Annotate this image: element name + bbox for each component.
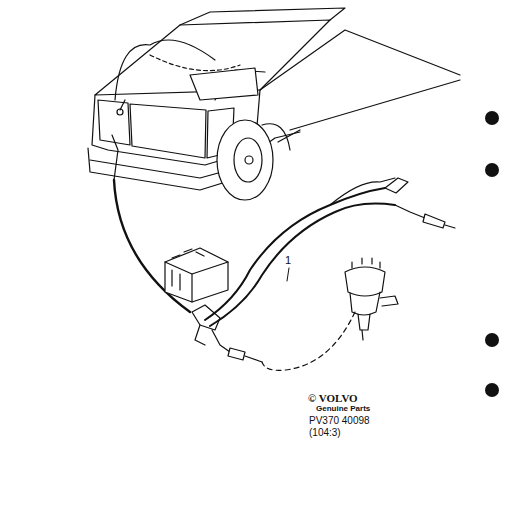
distributor xyxy=(345,258,398,340)
control-unit xyxy=(165,248,228,302)
dashed-link xyxy=(262,312,355,370)
brand-subtitle: Genuine Parts xyxy=(316,405,370,414)
callout-number: 1 xyxy=(285,254,291,266)
brand-mark: © VOLVO xyxy=(308,392,358,404)
car-front xyxy=(88,8,460,200)
wiring-harness xyxy=(192,178,455,362)
section-code: (104:3) xyxy=(309,427,341,438)
part-number: PV370 40098 xyxy=(309,415,370,426)
binder-holes xyxy=(485,111,499,397)
leader-line xyxy=(287,268,289,281)
